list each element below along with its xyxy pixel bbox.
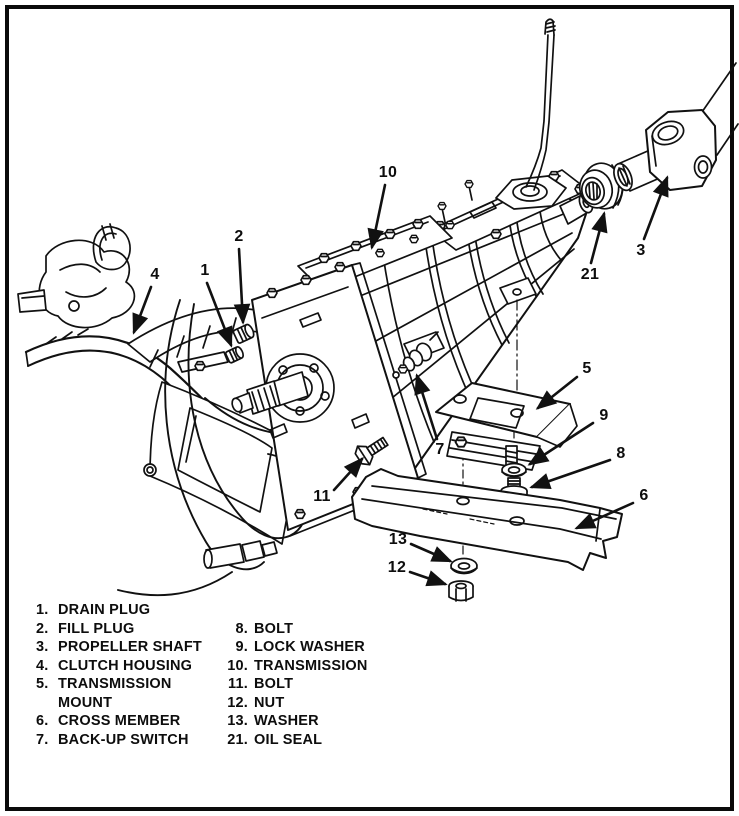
shift-lever bbox=[495, 18, 567, 210]
callout-label-11: 11 bbox=[313, 488, 331, 505]
legend-item-number: 10. bbox=[227, 657, 248, 674]
legend-item: 2. FILL PLUG bbox=[36, 620, 222, 639]
callout-label-6: 6 bbox=[639, 487, 649, 504]
arrow-21 bbox=[589, 211, 608, 265]
legend-item-label: DRAIN PLUG bbox=[58, 602, 151, 618]
legend-item: 10. TRANSMISSION bbox=[222, 657, 368, 676]
legend-item: 13. WASHER bbox=[222, 712, 368, 731]
callout-label-9: 9 bbox=[599, 407, 609, 424]
callout-label-1: 1 bbox=[200, 262, 210, 279]
legend-item-label: OIL SEAL bbox=[254, 731, 323, 748]
legend-item-number: 3. bbox=[36, 639, 49, 655]
legend-item-number: 2. bbox=[36, 620, 49, 637]
arrow-8 bbox=[529, 458, 612, 490]
legend-item-label: NUT bbox=[254, 694, 285, 711]
callout-label-10: 10 bbox=[378, 164, 398, 181]
legend-item-label: TRANSMISSION MOUNT bbox=[58, 676, 172, 711]
legend-item: 8. BOLT bbox=[222, 620, 368, 639]
callout-label-12: 12 bbox=[387, 559, 407, 576]
part-transmission-mount bbox=[435, 382, 578, 471]
arrow-9 bbox=[527, 421, 595, 466]
legend-item-number: 4. bbox=[36, 657, 49, 674]
legend-item-number: 8. bbox=[235, 620, 248, 637]
part-washer bbox=[450, 557, 478, 575]
legend-item-number: 9. bbox=[235, 639, 248, 655]
callout-label-13: 13 bbox=[388, 531, 408, 548]
callout-label-21: 21 bbox=[580, 266, 600, 283]
legend-item-number: 21. bbox=[227, 731, 248, 748]
legend-item-number: 7. bbox=[36, 731, 49, 748]
legend-item: 1. DRAIN PLUG bbox=[36, 601, 222, 620]
legend-item-label: PROPELLER SHAFT bbox=[58, 639, 202, 655]
arrow-12 bbox=[408, 570, 448, 587]
arrow-4 bbox=[132, 285, 153, 335]
callout-label-2: 2 bbox=[234, 228, 244, 245]
arrow-13 bbox=[409, 542, 453, 563]
legend-item-number: 6. bbox=[36, 713, 49, 729]
figure-frame bbox=[5, 5, 734, 811]
callout-arrows bbox=[132, 175, 669, 587]
legend-item-number: 12. bbox=[227, 694, 248, 711]
legend-item-label: FILL PLUG bbox=[58, 620, 135, 637]
legend-item-number: 5. bbox=[36, 676, 49, 692]
callout-label-4: 4 bbox=[150, 266, 160, 283]
callout-label-7: 7 bbox=[435, 441, 445, 458]
part-clutch-housing bbox=[17, 223, 309, 597]
callout-label-8: 8 bbox=[616, 445, 626, 462]
part-propeller-shaft bbox=[613, 62, 739, 192]
legend-item-label: WASHER bbox=[254, 713, 319, 729]
arrow-6 bbox=[574, 501, 635, 530]
legend-item: 3. PROPELLER SHAFT bbox=[36, 638, 222, 657]
part-cross-member bbox=[351, 468, 623, 571]
arrow-3 bbox=[642, 175, 669, 241]
legend-item-number: 1. bbox=[36, 602, 49, 618]
part-drain-plug bbox=[224, 346, 245, 364]
legend-item: 7. BACK-UP SWITCH bbox=[36, 731, 222, 750]
part-nut bbox=[448, 580, 474, 602]
legend-item: 5. TRANSMISSION MOUNT bbox=[36, 675, 222, 712]
legend-item-label: CROSS MEMBER bbox=[58, 713, 181, 729]
legend-item-label: TRANSMISSION bbox=[254, 657, 368, 674]
legend-item: 4. CLUTCH HOUSING bbox=[36, 657, 222, 676]
arrow-7 bbox=[414, 373, 439, 441]
arrow-11 bbox=[332, 456, 364, 492]
legend-item-label: CLUTCH HOUSING bbox=[58, 657, 193, 674]
legend-item-number: 11. bbox=[228, 676, 248, 692]
part-lock-washer bbox=[501, 462, 527, 478]
legend-item: 9. LOCK WASHER bbox=[222, 638, 368, 657]
legend-item: 21. OIL SEAL bbox=[222, 731, 368, 750]
arrow-1 bbox=[205, 281, 233, 348]
arrow-2 bbox=[233, 247, 251, 325]
legend-column-right: 8. BOLT 9. LOCK WASHER 10. TRANSMISSION 11.… bbox=[222, 601, 368, 749]
legend-column-left: 1. DRAIN PLUG 2. FILL PLUG 3. PROPELLER SHA… bbox=[36, 601, 222, 749]
legend-item: 12. NUT bbox=[222, 694, 368, 713]
callout-label-5: 5 bbox=[582, 360, 592, 377]
legend-item: 11. BOLT bbox=[222, 675, 368, 694]
part-transmission bbox=[231, 169, 594, 537]
part-fill-plug bbox=[232, 323, 255, 344]
parts-legend: 1. DRAIN PLUG 2. FILL PLUG 3. PROPELLER SHA… bbox=[36, 601, 368, 749]
legend-item-number: 13. bbox=[227, 713, 248, 729]
callout-label-3: 3 bbox=[636, 242, 646, 259]
legend-item-label: BACK-UP SWITCH bbox=[58, 731, 189, 748]
legend-item-label: LOCK WASHER bbox=[254, 639, 365, 655]
legend-item-label: BOLT bbox=[254, 676, 294, 692]
legend-item-label: BOLT bbox=[254, 620, 294, 637]
part-backup-switch bbox=[392, 331, 445, 379]
arrow-5 bbox=[535, 375, 579, 410]
arrow-10 bbox=[367, 183, 387, 250]
legend-item: 6. CROSS MEMBER bbox=[36, 712, 222, 731]
